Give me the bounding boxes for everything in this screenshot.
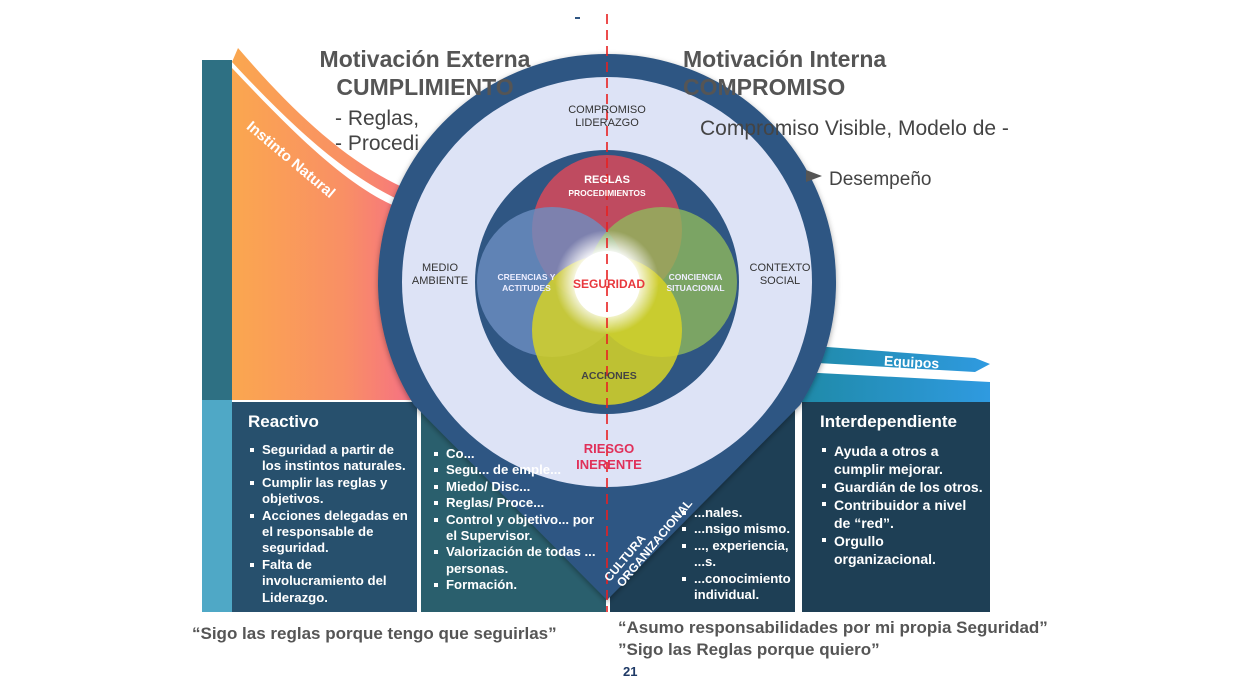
list-item: Acciones delegadas en el responsable de …: [248, 508, 413, 557]
label-social-context: CONTEXTO SOCIAL: [749, 262, 811, 287]
label-safety: SEGURIDAD: [572, 277, 645, 291]
left-bar-dark: [202, 60, 232, 400]
list-item: Valorización de todas ... personas.: [432, 544, 602, 577]
stage-list: Seguridad a partir de los instintos natu…: [248, 442, 413, 606]
list-item: Segu... de emple...: [432, 462, 602, 478]
list-item: Falta de involucramiento del Liderazgo.: [248, 557, 413, 606]
stage-list: ...nales. ...nsigo mismo. ..., experienc…: [680, 505, 792, 603]
quote-want: ”Sigo las Reglas porque quiero”: [618, 640, 880, 659]
list-item: Miedo/ Disc...: [432, 479, 602, 495]
teams-band: [800, 372, 990, 402]
teams-label: Equipos: [883, 352, 940, 372]
list-item: Seguridad a partir de los instintos natu…: [248, 442, 413, 475]
label-awareness: CONCIENCIA SITUACIONAL: [666, 272, 725, 293]
stage-reactive: Reactivo Seguridad a partir de los insti…: [248, 412, 413, 606]
stage-title: Interdependiente: [820, 412, 957, 431]
stage-title: Reactivo: [248, 412, 319, 431]
list-item: Orgullo organizacional.: [820, 532, 985, 568]
stage-2: Co... Segu... de emple... Miedo/ Disc...…: [432, 446, 602, 594]
teams-arrow: [800, 345, 990, 372]
arrow-right-icon: [806, 170, 822, 182]
center-circle: [574, 251, 640, 317]
internal-arrow-text: Desempeño: [829, 169, 932, 190]
list-item: ..., experiencia, ...s.: [680, 538, 792, 571]
label-rules: REGLAS PROCEDIMIENTOS: [568, 174, 646, 198]
small-dash-mark: [575, 17, 580, 19]
stage-interdependent: Interdependiente Ayuda a otros a cumplir…: [820, 412, 985, 568]
internal-line: Compromiso Visible, Modelo de -: [700, 117, 1009, 140]
list-item: Reglas/ Proce...: [432, 495, 602, 511]
stage-list: Co... Segu... de emple... Miedo/ Disc...…: [432, 446, 602, 594]
internal-subtitle: COMPROMISO: [683, 74, 846, 100]
internal-title: Motivación Interna: [683, 46, 887, 72]
reactive-curve-area: [232, 68, 420, 400]
list-item: ...nsigo mismo.: [680, 521, 792, 537]
list-item: ...nales.: [680, 505, 792, 521]
list-item: Cumplir las reglas y objetivos.: [248, 475, 413, 508]
quote-compliance: “Sigo las reglas porque tengo que seguir…: [192, 624, 557, 643]
quote-responsibility: “Asumo responsabilidades por mi propia S…: [618, 618, 1048, 637]
label-environment: MEDIO AMBIENTE: [411, 262, 469, 287]
label-commitment-leadership: COMPROMISO LIDERAZGO: [568, 104, 646, 129]
list-item: Ayuda a otros a cumplir mejorar.: [820, 442, 985, 478]
left-bar-light: [202, 400, 232, 612]
external-bullet-2: - Procedimientos: [335, 132, 420, 155]
list-item: Co...: [432, 446, 602, 462]
external-title: Motivación Externa: [319, 46, 531, 72]
list-item: Contribuidor a nivel de “red”.: [820, 496, 985, 532]
list-item: Control y objetivo... por el Supervisor.: [432, 512, 602, 545]
stage-box-interdependent: [802, 402, 990, 612]
stage-box-reactive: [232, 402, 417, 612]
label-actions: ACCIONES: [581, 370, 637, 382]
stage-list: Ayuda a otros a cumplir mejorar. Guardiá…: [820, 442, 985, 568]
external-bullet-1: - Reglas,: [335, 107, 420, 130]
label-inherent-risk: RIESGO INERENTE: [576, 441, 642, 472]
label-beliefs: CREENCIAS Y ACTITUDES: [497, 272, 556, 293]
external-subtitle: CUMPLIMIENTO: [336, 74, 514, 100]
list-item: Formación.: [432, 577, 602, 593]
stage-3: ...nales. ...nsigo mismo. ..., experienc…: [680, 505, 792, 603]
page-number: 21: [623, 664, 638, 679]
list-item: Guardián de los otros.: [820, 478, 985, 496]
list-item: ...conocimiento individual.: [680, 571, 792, 604]
